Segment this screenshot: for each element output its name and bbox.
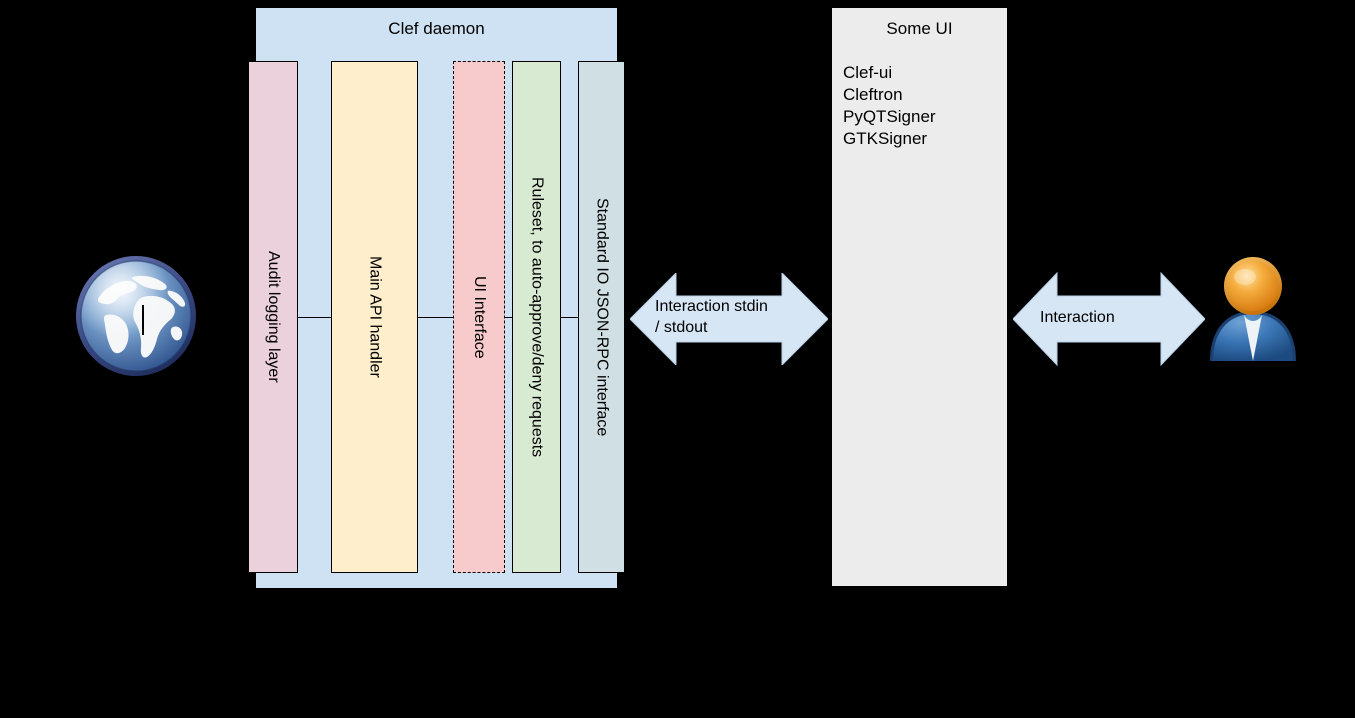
box-stdio-label: Standard IO JSON-RPC interface [593,197,611,437]
box-ui-interface-label: UI Interface [471,275,488,359]
stdio-arrow [630,273,828,365]
some-ui-panel [832,8,1007,586]
connector-ruleset-to-stdio [560,317,579,318]
box-audit-label: Audit logging layer [265,251,282,383]
interaction-arrow [1013,272,1205,366]
box-standard-io-jsonrpc: Standard IO JSON-RPC interface [578,61,625,573]
connector-audit-to-api [297,317,332,318]
list-item: PyQTSigner [843,107,936,126]
box-ruleset-label: Ruleset, to auto-approve/deny requests [528,176,546,458]
some-ui-list: Clef-ui Cleftron PyQTSigner GTKSigner [843,62,936,150]
box-audit-logging-layer: Audit logging layer [248,61,298,573]
user-icon [1203,253,1303,368]
clef-daemon-title: Clef daemon [388,19,485,38]
box-main-api-handler: Main API handler [331,61,418,573]
some-ui-title: Some UI [886,19,953,38]
list-item: Clef-ui [843,63,893,82]
connector-api-to-ui [417,317,454,318]
list-item: GTKSigner [843,129,928,148]
box-ui-interface: UI Interface [453,61,505,573]
clef-daemon-container [256,8,617,588]
connector-ui-to-ruleset [504,317,513,318]
list-item: Cleftron [843,85,903,104]
globe-icon [73,253,199,384]
box-ruleset: Ruleset, to auto-approve/deny requests [512,61,561,573]
box-api-label: Main API handler [366,256,384,378]
